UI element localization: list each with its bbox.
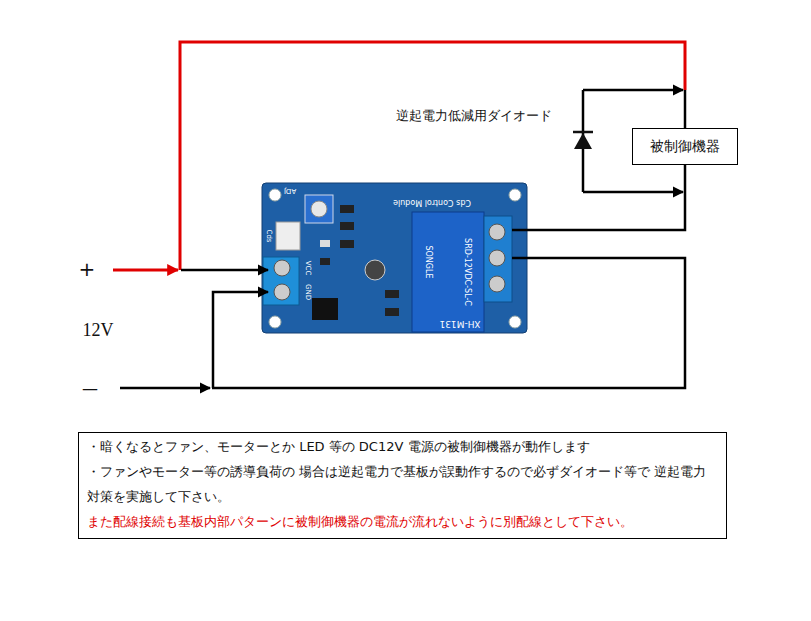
relay-maker: SONGLE	[424, 245, 433, 278]
box-text: また配線接続も基板内部パターンに被制御機器の電流が流れないように別配線として下さ…	[87, 509, 718, 534]
plus-sign: +	[79, 258, 96, 280]
positive-wire	[113, 42, 685, 270]
voltage-label: 12V	[83, 321, 114, 341]
diode-symbol	[573, 132, 593, 149]
pin-name: VCC	[303, 261, 311, 276]
relay-module-board	[262, 183, 527, 333]
minus-sign: —	[82, 380, 98, 398]
board-name: Cds Control Module	[393, 198, 471, 207]
pot-label: ADJ	[284, 186, 296, 194]
box-text: ・暗くなるとファン、モーターとか LED 等の DC12V 電源の被制御機器が動…	[87, 434, 718, 459]
note-box: ・暗くなるとファン、モーターとか LED 等の DC12V 電源の被制御機器が動…	[78, 432, 727, 539]
diode-label: 逆起電力低減用ダイオード	[396, 109, 552, 123]
relay-model: SRD-12VDC-SL-C	[463, 238, 472, 306]
box-text: ・ファンやモーター等の誘導負荷の 場合は逆起電力で基板が誤動作するので必ずダイオ…	[87, 459, 718, 509]
device-box: 被制御機器	[632, 128, 738, 165]
board-model: XH-M131	[439, 318, 480, 328]
sensor-label: Cds	[264, 230, 272, 243]
pin-name: GND	[303, 284, 311, 300]
wires	[120, 90, 685, 388]
box-text: 被制御機器	[650, 138, 720, 156]
